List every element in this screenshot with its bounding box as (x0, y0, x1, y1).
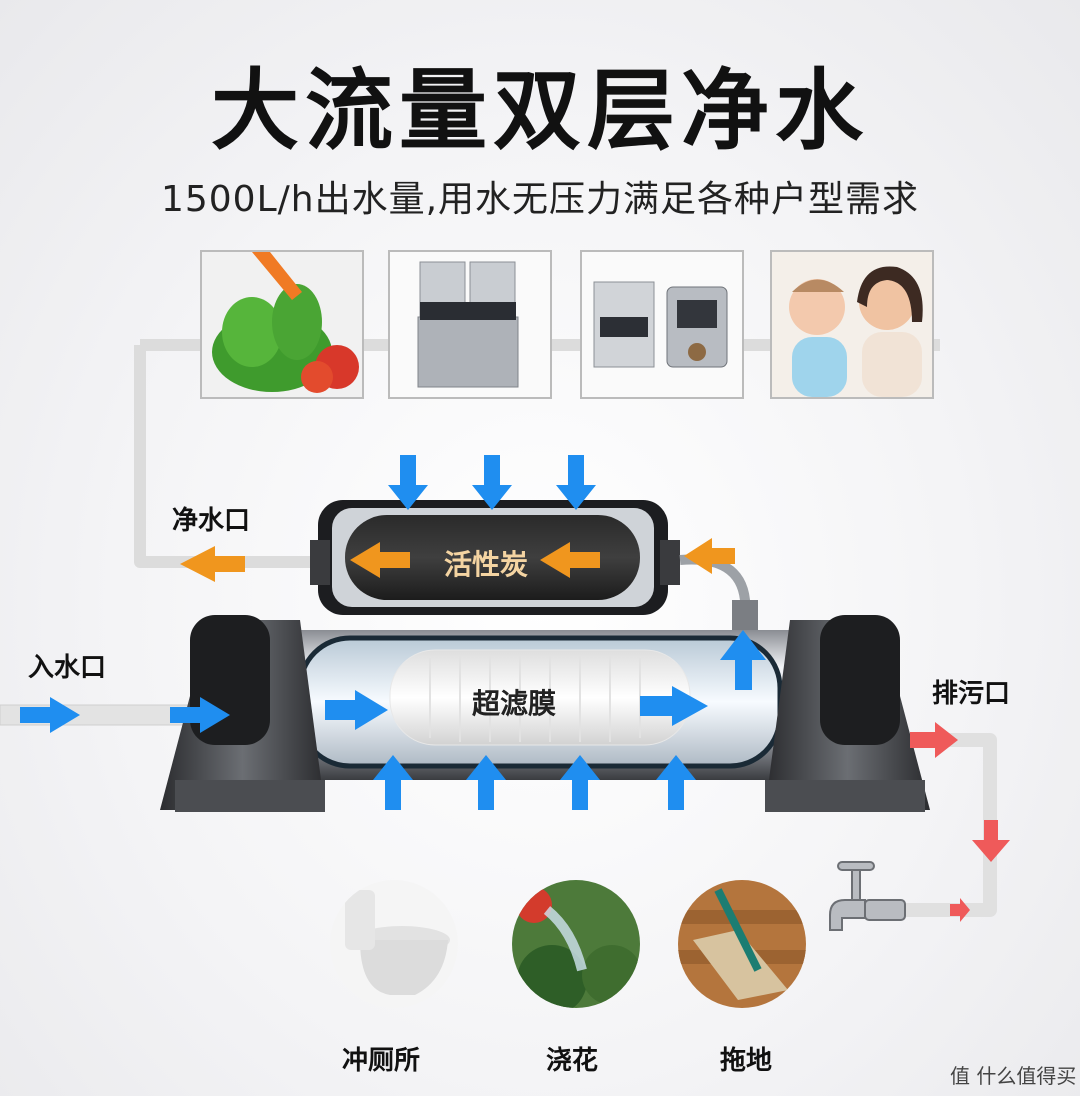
watering-photo (512, 880, 640, 1008)
page-subtitle: 1500L/h出水量,用水无压力满足各种户型需求 (160, 179, 920, 220)
mother-baby-photo (770, 250, 934, 399)
ice-machine-photo (388, 250, 552, 399)
use-watering-label: 浇花 (546, 1046, 599, 1076)
clean-outlet-label: 净水口 (172, 506, 251, 536)
blue-arrows-bottom (373, 755, 696, 810)
uf-membrane-label: 超滤膜 (472, 687, 557, 720)
toilet-photo (330, 880, 458, 1008)
inlet-label: 入水口 (28, 653, 107, 683)
page-title: 大流量双层净水 (210, 59, 869, 162)
blue-arrows-top (388, 455, 596, 510)
blue-arrows-inlet (20, 630, 766, 733)
use-toilet-label: 冲厕所 (342, 1046, 421, 1076)
uf-housing (200, 630, 890, 780)
carbon-label: 活性炭 (444, 548, 529, 581)
watermark: 值 什么值得买 (950, 1064, 1077, 1088)
red-arrows (910, 722, 1010, 922)
drain-label: 排污口 (932, 679, 1011, 709)
orange-arrows (180, 538, 735, 582)
use-mopping-label: 拖地 (720, 1046, 773, 1076)
mopping-photo (678, 880, 806, 1008)
vegetables-photo (200, 250, 364, 399)
faucet-icon (829, 861, 906, 931)
right-end-cap (765, 615, 930, 812)
carbon-filter (310, 500, 680, 615)
coffee-machine-photo (580, 250, 744, 399)
